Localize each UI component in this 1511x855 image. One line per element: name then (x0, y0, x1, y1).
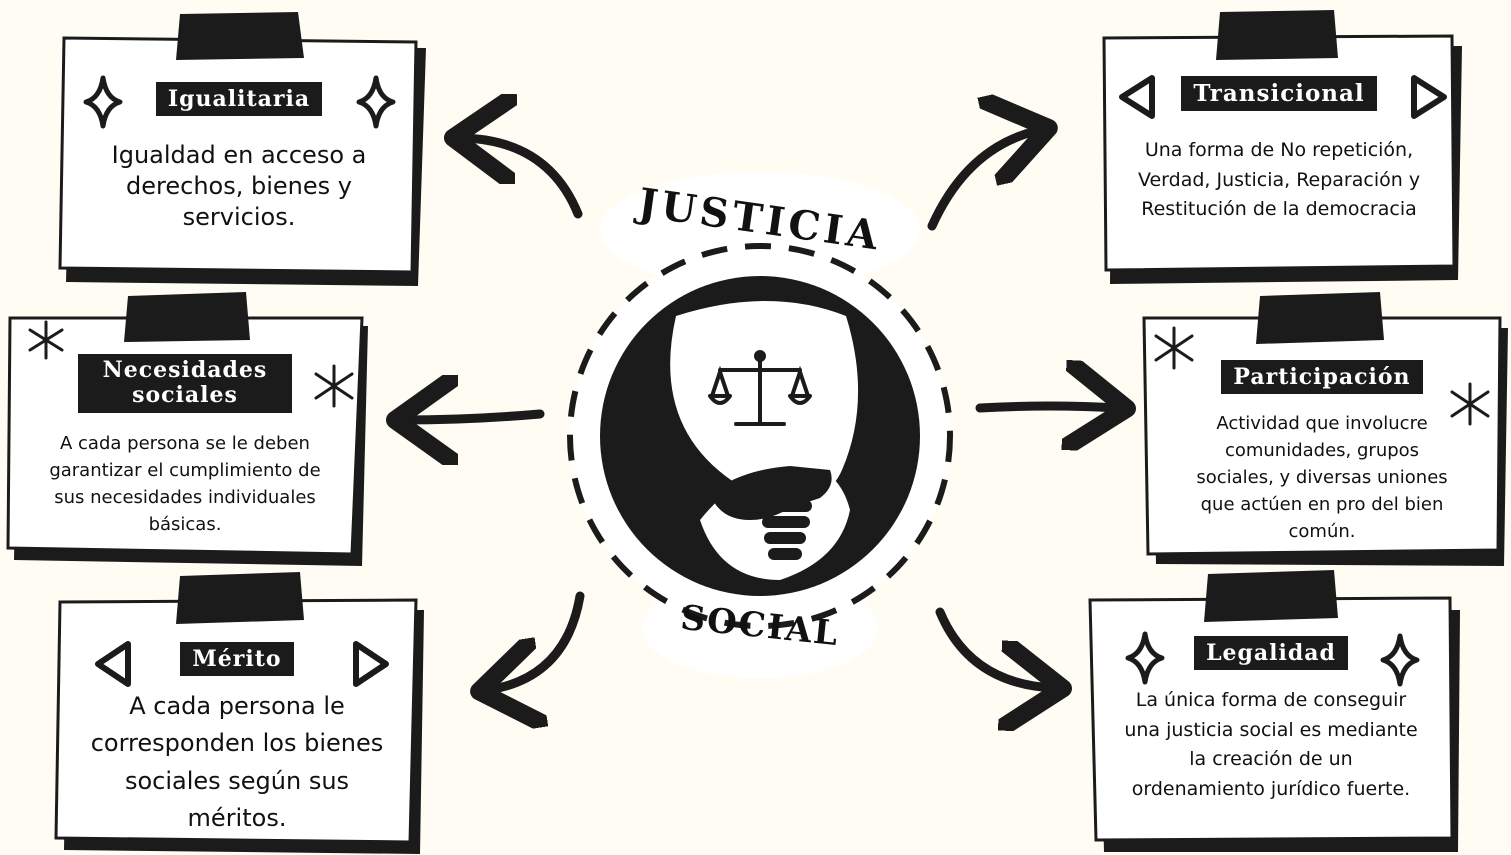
arrow-to-merito (488, 591, 585, 690)
card-description: La única forma de conseguir una justicia… (1124, 689, 1418, 800)
triangle-icon (353, 641, 389, 687)
card-title: Necesidades sociales (78, 354, 292, 413)
card-title: Participación (1221, 360, 1423, 394)
card-description: Actividad que involucre comunidades, gru… (1196, 413, 1448, 542)
card-participacion: Participación Actividad que involucre co… (1146, 320, 1498, 552)
sparkle-icon (1380, 633, 1420, 687)
center-emblem (567, 172, 953, 678)
asterisk-icon (1450, 382, 1490, 426)
card-legalidad: Legalidad La única forma de conseguir un… (1092, 600, 1450, 838)
asterisk-icon (314, 364, 354, 408)
card-merito: Mérito A cada persona le corresponden lo… (60, 602, 414, 838)
card-legalidad-shape (1088, 570, 1460, 852)
triangle-icon (1411, 75, 1447, 119)
arrow-to-participacion (975, 406, 1118, 408)
card-description: Igualdad en acceso a derechos, bienes y … (111, 141, 367, 232)
triangle-icon (95, 641, 131, 687)
card-description: A cada persona le corresponden los biene… (90, 692, 384, 833)
card-igualitaria: Igualitaria Igualdad en acceso a derecho… (64, 40, 414, 270)
card-merito-shape (54, 572, 424, 854)
sparkle-icon (356, 75, 396, 129)
handshake-icon (710, 466, 832, 560)
arrow-to-transicional (927, 130, 1040, 231)
arrow-to-legalidad (935, 607, 1054, 688)
sparkle-icon (1125, 631, 1165, 685)
arrow-to-igualitaria (462, 138, 583, 219)
card-title: Transicional (1181, 76, 1377, 111)
asterisk-icon (28, 320, 64, 360)
arrow-to-necesidades (404, 414, 545, 420)
card-description: A cada persona se le deben garantizar el… (49, 433, 321, 535)
card-title: Igualitaria (155, 82, 323, 116)
card-title: Legalidad (1194, 636, 1348, 670)
card-necesidades: Necesidades sociales A cada persona se l… (10, 320, 360, 552)
triangle-icon (1119, 75, 1155, 119)
sparkle-icon (83, 75, 123, 129)
scales-icon (708, 350, 812, 426)
asterisk-icon (1154, 326, 1194, 370)
card-description: Una forma de No repetición, Verdad, Just… (1137, 139, 1421, 221)
card-transicional: Transicional Una forma de No repetición,… (1106, 38, 1452, 268)
card-title: Mérito (180, 642, 294, 676)
